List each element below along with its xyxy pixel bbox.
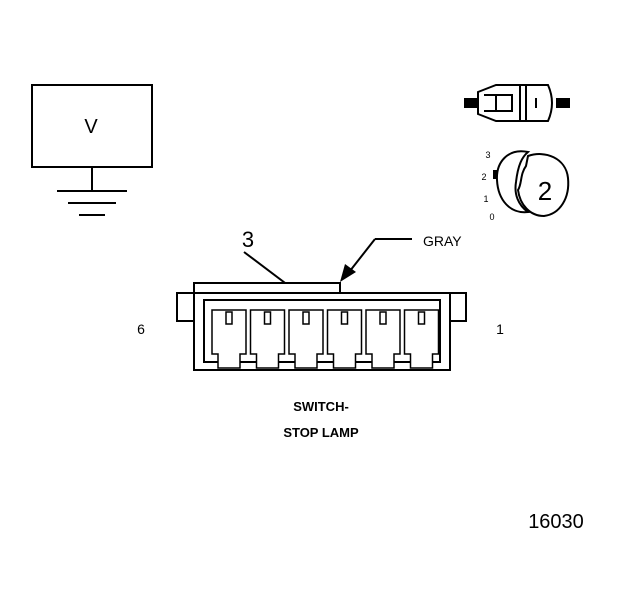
terminal-cavity (403, 309, 440, 369)
connector-title-line2: STOP LAMP (283, 425, 359, 440)
position-2-label: 2 (481, 172, 486, 182)
terminal-slot (379, 311, 387, 325)
terminal-cavity (211, 309, 247, 369)
wire-color-label: GRAY (423, 233, 462, 249)
terminal-slot (340, 311, 349, 325)
probe-ring-icon (495, 150, 531, 214)
pin-6-label: 6 (137, 321, 145, 337)
position-1-label: 1 (483, 194, 488, 204)
figure-number: 16030 (528, 511, 584, 533)
position-0-label: 0 (489, 212, 494, 222)
stop-lamp-switch-connector (176, 282, 467, 371)
terminal-cavity (365, 309, 401, 369)
callout-2: 2 (538, 176, 552, 206)
terminal-slot (263, 311, 272, 325)
probe-knob-icon (516, 153, 570, 218)
probe-side-icon (464, 84, 570, 122)
probe-end-view: 3 2 1 0 2 (481, 150, 570, 222)
terminal-slot (302, 311, 310, 325)
ground-icon (57, 167, 127, 216)
wire-leader-icon (340, 238, 412, 282)
connector-title-line1: SWITCH- (293, 399, 349, 414)
terminal-cavity (326, 309, 363, 369)
position-3-label: 3 (485, 150, 490, 160)
voltmeter-symbol: V (31, 84, 153, 216)
terminal-cavities (211, 309, 440, 369)
terminal-slot (417, 311, 426, 325)
terminal-slot (225, 311, 233, 325)
voltmeter-box (31, 84, 153, 168)
voltmeter-label: V (84, 116, 98, 138)
callout-3: 3 (242, 227, 254, 252)
terminal-cavity (249, 309, 286, 369)
terminal-cavity (288, 309, 324, 369)
pin-1-label: 1 (496, 321, 504, 337)
